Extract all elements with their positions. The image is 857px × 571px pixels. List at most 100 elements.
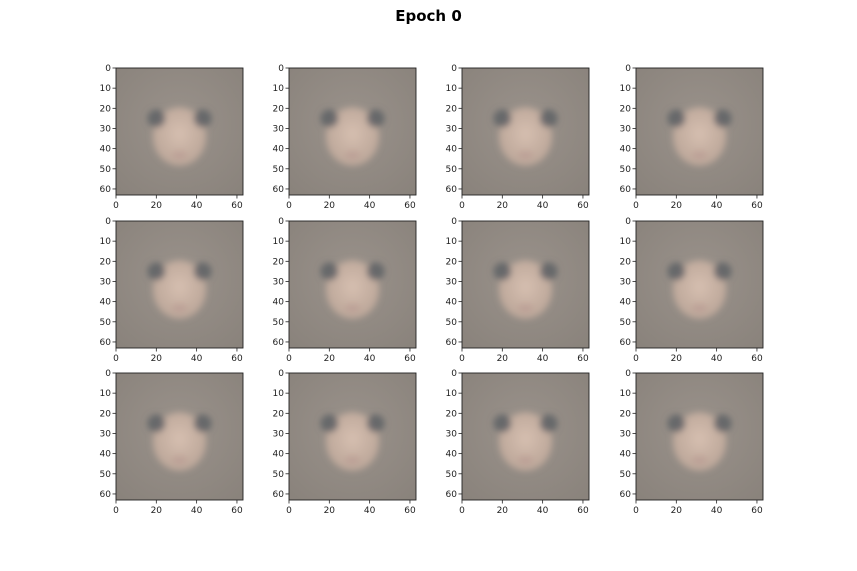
y-tick-label: 50 xyxy=(446,165,458,175)
y-tick-label: 0 xyxy=(105,217,111,227)
y-tick-label: 10 xyxy=(273,389,285,399)
y-tick-label: 0 xyxy=(451,217,457,227)
y-tick-label: 50 xyxy=(620,165,632,175)
x-tick-label: 40 xyxy=(537,201,549,211)
x-tick-label: 40 xyxy=(711,354,723,364)
face-blob xyxy=(667,260,732,319)
y-tick-label: 30 xyxy=(620,277,632,287)
y-tick-label: 10 xyxy=(100,237,112,247)
y-tick-label: 50 xyxy=(620,318,632,328)
x-tick-label: 60 xyxy=(751,201,763,211)
x-tick-label: 20 xyxy=(151,354,163,364)
face-blob xyxy=(320,260,385,319)
axes-frame xyxy=(115,372,244,501)
x-tick-label: 40 xyxy=(364,506,376,516)
face-blob xyxy=(493,107,558,166)
face-blob xyxy=(320,107,385,166)
x-tick-label: 40 xyxy=(191,201,203,211)
y-tick-label: 0 xyxy=(278,64,284,74)
axes-frame xyxy=(115,67,244,196)
y-tick-label: 40 xyxy=(273,298,285,308)
x-tick-label: 40 xyxy=(537,354,549,364)
x-tick-label: 20 xyxy=(324,201,336,211)
x-tick-label: 20 xyxy=(671,506,683,516)
face-blob xyxy=(320,412,385,471)
y-tick-label: 20 xyxy=(273,409,285,419)
y-tick-label: 30 xyxy=(100,124,112,134)
y-tick-label: 10 xyxy=(620,389,632,399)
x-tick-label: 20 xyxy=(497,506,509,516)
y-tick-label: 40 xyxy=(446,450,458,460)
y-tick-label: 60 xyxy=(620,338,632,348)
y-tick-label: 30 xyxy=(446,277,458,287)
y-tick-label: 60 xyxy=(446,490,458,500)
x-tick-label: 60 xyxy=(751,506,763,516)
y-tick-label: 10 xyxy=(620,84,632,94)
axes-frame xyxy=(461,220,590,349)
y-tick-label: 20 xyxy=(100,104,112,114)
x-tick-label: 40 xyxy=(711,506,723,516)
x-tick-label: 0 xyxy=(113,201,119,211)
y-tick-label: 20 xyxy=(100,409,112,419)
y-tick-label: 60 xyxy=(446,185,458,195)
x-tick-label: 40 xyxy=(191,506,203,516)
x-tick-label: 60 xyxy=(404,201,416,211)
y-tick-label: 60 xyxy=(100,490,112,500)
x-tick-label: 20 xyxy=(324,506,336,516)
x-tick-label: 0 xyxy=(633,506,639,516)
y-tick-label: 10 xyxy=(446,389,458,399)
x-tick-label: 20 xyxy=(497,354,509,364)
y-tick-label: 50 xyxy=(446,318,458,328)
x-tick-label: 60 xyxy=(577,201,589,211)
y-tick-label: 50 xyxy=(273,165,285,175)
y-tick-label: 50 xyxy=(273,470,285,480)
axes-frame xyxy=(115,220,244,349)
x-tick-label: 40 xyxy=(711,201,723,211)
x-tick-label: 20 xyxy=(671,354,683,364)
y-tick-label: 10 xyxy=(273,84,285,94)
x-tick-label: 0 xyxy=(633,354,639,364)
y-tick-label: 40 xyxy=(273,450,285,460)
x-tick-label: 0 xyxy=(286,354,292,364)
x-tick-label: 20 xyxy=(324,354,336,364)
y-tick-label: 50 xyxy=(100,470,112,480)
y-tick-label: 0 xyxy=(451,64,457,74)
axes-frame xyxy=(461,372,590,501)
y-tick-label: 10 xyxy=(100,84,112,94)
y-tick-label: 10 xyxy=(273,237,285,247)
y-tick-label: 30 xyxy=(273,277,285,287)
x-tick-label: 0 xyxy=(113,506,119,516)
y-tick-label: 0 xyxy=(625,369,631,379)
y-tick-label: 30 xyxy=(446,124,458,134)
y-tick-label: 60 xyxy=(620,185,632,195)
x-tick-label: 40 xyxy=(537,506,549,516)
x-tick-label: 40 xyxy=(191,354,203,364)
x-tick-label: 0 xyxy=(286,506,292,516)
y-tick-label: 20 xyxy=(100,257,112,267)
x-tick-label: 0 xyxy=(459,354,465,364)
y-tick-label: 40 xyxy=(620,145,632,155)
axes-frame xyxy=(635,372,764,501)
y-tick-label: 40 xyxy=(100,450,112,460)
y-tick-label: 20 xyxy=(620,104,632,114)
y-tick-label: 50 xyxy=(273,318,285,328)
y-tick-label: 40 xyxy=(620,298,632,308)
y-tick-label: 0 xyxy=(625,64,631,74)
x-tick-label: 0 xyxy=(459,506,465,516)
y-tick-label: 20 xyxy=(620,409,632,419)
y-tick-label: 60 xyxy=(100,338,112,348)
y-tick-label: 10 xyxy=(446,84,458,94)
y-tick-label: 30 xyxy=(273,124,285,134)
x-tick-label: 0 xyxy=(633,201,639,211)
y-tick-label: 10 xyxy=(100,389,112,399)
y-tick-label: 60 xyxy=(100,185,112,195)
y-tick-label: 40 xyxy=(273,145,285,155)
axes-frame xyxy=(288,220,417,349)
